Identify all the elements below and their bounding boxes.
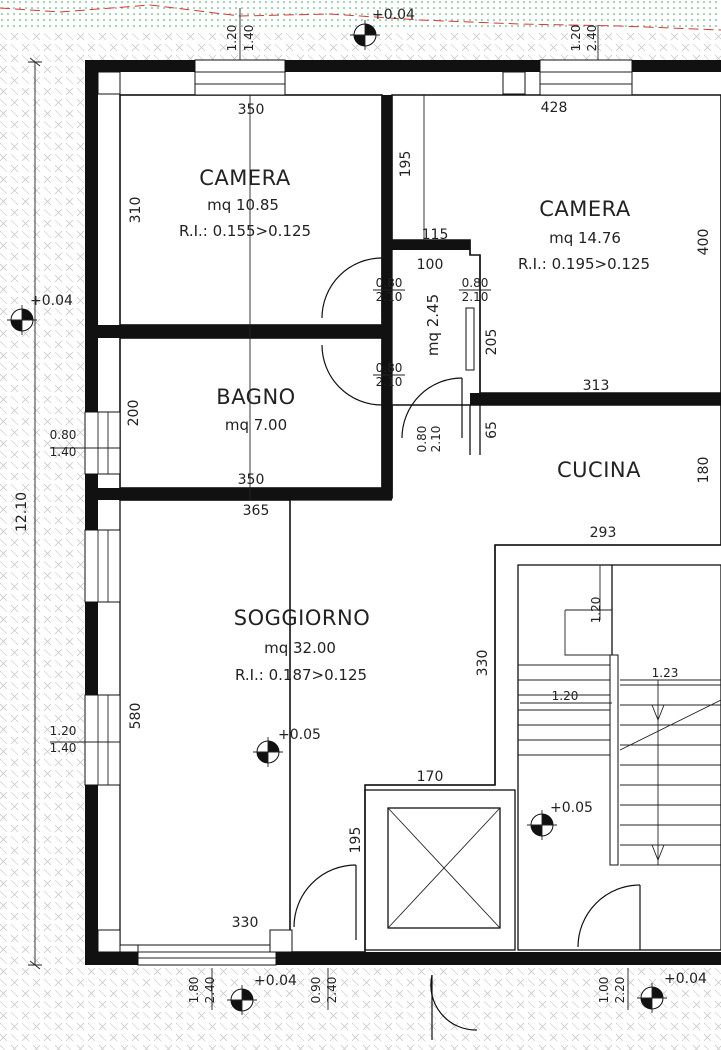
level-marker-bottom-left: [227, 985, 257, 1015]
door-cucina[interactable]: [401, 377, 463, 439]
opening-door-bagno-w: 0.80: [376, 361, 403, 375]
opening-top-right-h: 2.40: [585, 25, 599, 52]
window-bottom: [137, 944, 277, 966]
door-entrance[interactable]: [293, 864, 357, 940]
dim-170: 170: [417, 769, 444, 785]
opening-door-bagno-h: 2.10: [376, 375, 403, 389]
door-camera-1[interactable]: [321, 257, 383, 319]
dim-580: 580: [128, 703, 144, 730]
soggiorno-ri: R.I.: 0.187>0.125: [235, 666, 367, 684]
dimension-lines: [28, 8, 721, 1010]
window-top-left: [194, 59, 286, 96]
window-top-right: [539, 59, 633, 96]
level-bottom-left-label: +0.04: [254, 973, 297, 989]
dim-330-right: 330: [475, 650, 491, 677]
level-marker-soggiorno: [253, 737, 283, 767]
staircase: [518, 565, 721, 866]
dim-65: 65: [484, 421, 500, 439]
dim-stair-120a: 1.20: [589, 597, 603, 624]
dim-310: 310: [128, 197, 144, 224]
opening-door-cam2-w: 0.80: [462, 276, 489, 290]
level-marker-left: [7, 305, 37, 335]
pillar-bottom-mid: [269, 929, 293, 953]
level-soggiorno-label: +0.05: [278, 727, 321, 743]
dim-313: 313: [583, 378, 610, 394]
camera2-area: mq 14.76: [549, 229, 621, 247]
level-left-label: +0.04: [30, 293, 73, 309]
dim-195-top: 195: [398, 151, 414, 178]
opening-top-left-h: 1.40: [242, 25, 256, 52]
opening-left-bagno-h: 1.40: [50, 445, 77, 459]
garden-edge: [0, 4, 721, 31]
dim-350-top: 350: [238, 102, 265, 118]
window-left-soggiorno-2: [84, 694, 121, 786]
opening-bottom-window-h: 2.40: [203, 977, 217, 1004]
opening-door-cucina-w: 0.80: [415, 426, 429, 453]
dim-205: 205: [484, 329, 500, 356]
dim-stair-123: 1.23: [652, 666, 679, 680]
pillar-top-mid: [502, 71, 526, 95]
dim-350-mid: 350: [238, 472, 265, 488]
door-exterior-bottom[interactable]: [430, 974, 478, 1040]
dim-115: 115: [422, 227, 449, 243]
opening-bottom-right-h: 2.20: [613, 977, 627, 1004]
dim-12-10: 12.10: [14, 492, 30, 532]
wall-fills: [98, 72, 721, 953]
window-left-bagno: [84, 411, 121, 475]
dim-428: 428: [541, 100, 568, 116]
pillar-bottom-left: [97, 929, 121, 953]
camera1-area: mq 10.85: [207, 196, 279, 214]
bagno-area: mq 7.00: [225, 416, 287, 434]
dim-200: 200: [126, 400, 142, 427]
exterior-hatch-left: [0, 55, 98, 1050]
camera1-ri: R.I.: 0.155>0.125: [179, 222, 311, 240]
level-landing-label: +0.05: [550, 800, 593, 816]
camera1-name: CAMERA: [199, 166, 291, 190]
dim-365: 365: [243, 503, 270, 519]
opening-door-cam1-h: 2.10: [376, 290, 403, 304]
dim-180: 180: [696, 457, 712, 484]
soggiorno-name: SOGGIORNO: [234, 606, 370, 630]
camera2-name: CAMERA: [539, 197, 631, 221]
opening-left-bagno-w: 0.80: [50, 428, 77, 442]
pillar-top-left: [97, 71, 121, 95]
level-marker-top: [350, 20, 380, 50]
soggiorno-area: mq 32.00: [264, 639, 336, 657]
dim-293: 293: [590, 525, 617, 541]
door-stair[interactable]: [577, 884, 641, 950]
opening-bottom-window-w: 1.80: [187, 977, 201, 1004]
opening-bottom-door-h: 2.40: [325, 977, 339, 1004]
dim-400: 400: [696, 229, 712, 256]
window-left-soggiorno-1: [84, 529, 121, 603]
exterior-hatch-bottom: [85, 962, 721, 1050]
dim-330-bottom: 330: [232, 915, 259, 931]
dim-stair-120b: 1.20: [552, 689, 579, 703]
opening-bottom-right-w: 1.00: [597, 977, 611, 1004]
opening-bottom-door-w: 0.90: [309, 977, 323, 1004]
interior-walls: [119, 94, 721, 953]
door-camera-2[interactable]: [465, 307, 475, 371]
opening-door-cam1-w: 0.80: [376, 276, 403, 290]
level-marker-landing: [527, 810, 557, 840]
dim-100: 100: [417, 257, 444, 273]
opening-door-cam2-h: 2.10: [462, 290, 489, 304]
camera2-ri: R.I.: 0.195>0.125: [518, 255, 650, 273]
corridor-area: mq 2.45: [424, 294, 442, 356]
opening-door-cucina-h: 2.10: [429, 426, 443, 453]
opening-left-soggiorno-w: 1.20: [50, 724, 77, 738]
level-bottom-right-label: +0.04: [664, 971, 707, 987]
opening-left-soggiorno-h: 1.40: [50, 741, 77, 755]
level-marker-bottom-right: [637, 983, 667, 1013]
dim-195-bottom: 195: [348, 827, 364, 854]
cucina-name: CUCINA: [557, 458, 641, 482]
opening-top-left-w: 1.20: [225, 25, 239, 52]
opening-top-right-w: 1.20: [569, 25, 583, 52]
bagno-name: BAGNO: [216, 385, 295, 409]
level-top-label: +0.04: [372, 7, 415, 23]
